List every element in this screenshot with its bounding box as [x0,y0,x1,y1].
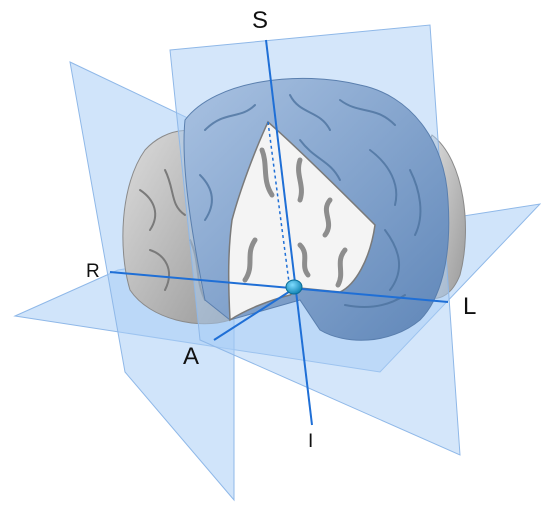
right-left-axis [109,271,449,303]
label-right: R [86,261,100,282]
superior-inferior-axis [265,39,313,426]
gray-matter-folds [242,147,348,288]
origin-marker [285,279,303,295]
label-left: L [463,293,477,320]
label-anterior: A [183,343,200,370]
superior-axis-dotted [267,121,291,291]
covered-surface-gyri [199,94,422,308]
label-inferior: I [308,431,314,452]
anterior-posterior-axis [213,287,296,341]
label-superior: S [252,7,269,34]
